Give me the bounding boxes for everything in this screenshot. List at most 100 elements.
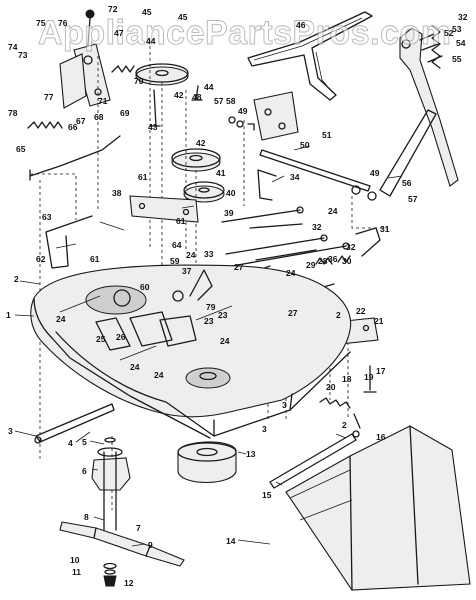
bolt-44[interactable] [191, 85, 203, 101]
callout-10: 10 [70, 555, 80, 565]
callout-29: 29 [306, 260, 316, 270]
callout-8: 8 [84, 512, 89, 522]
callout-64: 64 [172, 240, 182, 250]
callout-15: 15 [262, 490, 272, 500]
blade-hardware-10-12[interactable] [103, 562, 117, 587]
callout-44: 44 [204, 82, 214, 92]
knob-72[interactable] [85, 9, 95, 47]
callout-3: 3 [8, 426, 13, 436]
callout-20: 20 [326, 382, 336, 392]
link-65[interactable] [29, 135, 121, 181]
bracket-77[interactable] [59, 53, 87, 109]
springs-28-30[interactable] [315, 255, 351, 265]
callout-5: 5 [82, 437, 87, 447]
callout-24: 24 [130, 362, 140, 372]
spring-70[interactable] [111, 65, 135, 73]
link-34[interactable] [257, 169, 277, 201]
drive-belt[interactable] [247, 11, 373, 101]
spindle-housing-13[interactable] [177, 441, 237, 483]
callout-43: 43 [148, 122, 158, 132]
callout-34: 34 [290, 172, 300, 182]
callout-24: 24 [328, 206, 338, 216]
callout-49: 49 [370, 168, 380, 178]
callout-21: 21 [374, 316, 384, 326]
bolt-19-17[interactable] [363, 365, 377, 393]
callout-79: 79 [206, 302, 216, 312]
callout-65: 65 [16, 144, 26, 154]
spring-18-20[interactable] [319, 397, 361, 429]
leader-lines [14, 145, 403, 547]
callout-44: 44 [146, 36, 156, 46]
callout-24: 24 [56, 314, 66, 324]
callout-18: 18 [342, 374, 352, 384]
spring-53-54[interactable] [431, 25, 441, 69]
callout-53: 53 [452, 24, 462, 34]
discharge-chute[interactable] [285, 425, 471, 591]
callout-22: 22 [356, 306, 366, 316]
callout-42: 42 [196, 138, 206, 148]
callout-71: 71 [98, 96, 108, 106]
callout-3: 3 [282, 400, 287, 410]
lift-arm-right[interactable] [379, 27, 459, 197]
callout-69: 69 [120, 108, 130, 118]
bracket-38[interactable] [129, 195, 199, 223]
callout-58: 58 [226, 96, 236, 106]
mower-deck[interactable] [30, 264, 352, 439]
callout-30: 30 [342, 256, 352, 266]
idler-pulley-upper[interactable] [135, 63, 189, 86]
watermark: AppliancePartsPros.com [38, 14, 451, 52]
hardware-57-58-49[interactable] [228, 116, 255, 131]
spring-78[interactable] [27, 121, 63, 129]
callout-40: 40 [226, 188, 236, 198]
callout-27: 27 [288, 308, 298, 318]
callout-36: 36 [328, 254, 338, 264]
callout-31: 31 [380, 224, 390, 234]
callout-49: 49 [238, 106, 248, 116]
callout-67: 67 [76, 116, 86, 126]
callout-54: 54 [456, 38, 466, 48]
callout-12: 12 [124, 578, 134, 588]
callout-33: 33 [204, 249, 214, 259]
callout-11: 11 [72, 567, 81, 577]
chute-rod-15-16[interactable] [269, 430, 360, 489]
bracket-62[interactable] [45, 215, 93, 269]
callout-23: 23 [218, 310, 228, 320]
callout-32: 32 [346, 242, 356, 252]
callout-26: 26 [116, 332, 126, 342]
callout-41: 41 [216, 168, 226, 178]
link-31[interactable] [355, 227, 381, 257]
bolt-43[interactable] [149, 89, 161, 127]
link-4[interactable] [34, 403, 115, 444]
callout-52: 52 [444, 28, 454, 38]
callout-24: 24 [286, 268, 296, 278]
callout-51: 51 [322, 130, 332, 140]
callout-46: 46 [296, 20, 306, 30]
callout-47: 47 [114, 28, 124, 38]
lift-shaft[interactable] [253, 91, 377, 201]
callout-27: 27 [234, 262, 244, 272]
callout-78: 78 [8, 108, 18, 118]
callout-24: 24 [220, 336, 230, 346]
callout-61: 61 [138, 172, 148, 182]
callout-7: 7 [136, 523, 141, 533]
callout-3: 3 [262, 424, 267, 434]
spindle-assembly[interactable] [91, 437, 131, 531]
callout-1: 1 [6, 310, 11, 320]
callout-16: 16 [376, 432, 386, 442]
callout-19: 19 [364, 372, 374, 382]
callout-23: 23 [204, 316, 214, 326]
callout-77: 77 [44, 92, 54, 102]
callout-48: 48 [192, 92, 202, 102]
pulley-40[interactable] [183, 181, 225, 203]
callout-45: 45 [142, 7, 152, 17]
blade[interactable] [59, 521, 185, 567]
spindle-pulley-center[interactable] [171, 148, 221, 172]
lift-link-33[interactable] [221, 206, 350, 267]
callout-73: 73 [18, 50, 28, 60]
callout-61: 61 [90, 254, 100, 264]
callout-2: 2 [342, 420, 347, 430]
callout-55: 55 [452, 54, 462, 64]
callout-74: 74 [8, 42, 18, 52]
callout-59: 59 [170, 256, 180, 266]
